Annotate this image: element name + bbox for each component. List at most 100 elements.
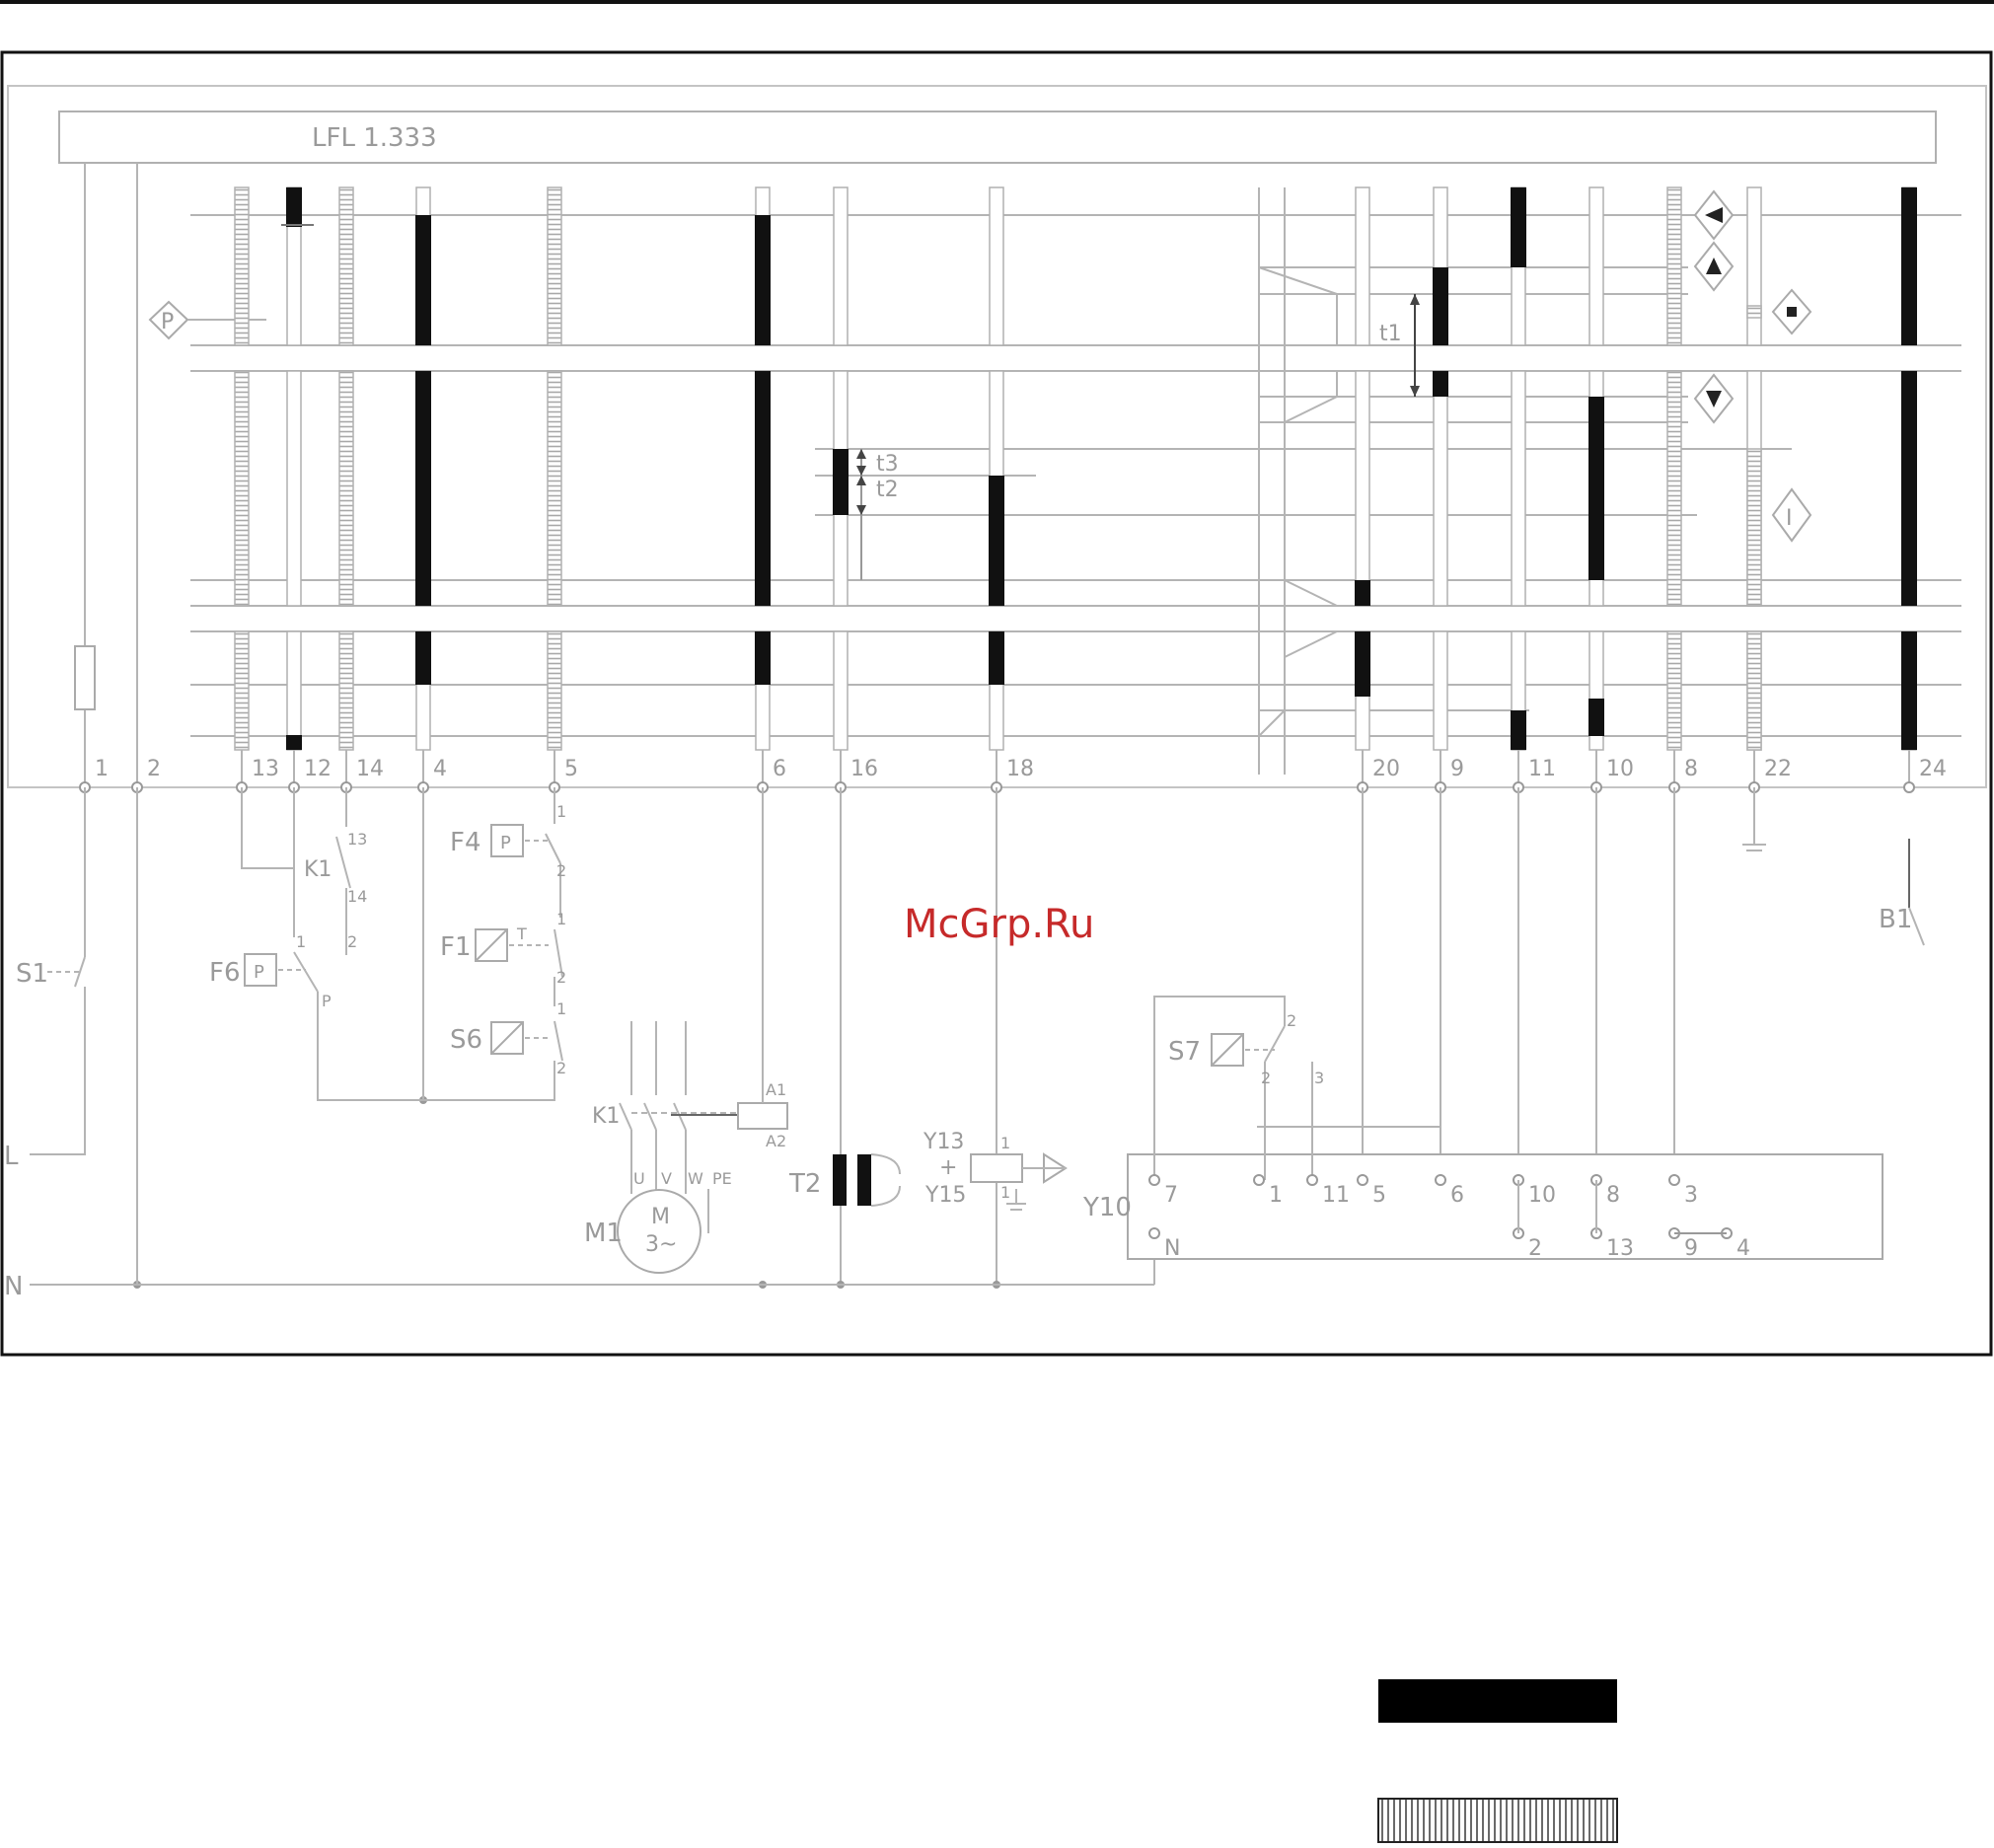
svg-text:T: T <box>516 924 527 943</box>
svg-text:13: 13 <box>347 830 367 849</box>
active-segment <box>415 215 431 345</box>
y15-label: Y15 <box>924 1183 966 1208</box>
svg-text:1: 1 <box>1000 1134 1010 1152</box>
terminal-label: 6 <box>773 757 786 781</box>
t2-label: T2 <box>788 1169 821 1199</box>
timing-column <box>235 631 249 750</box>
svg-text:P: P <box>161 310 174 334</box>
active-segment <box>1355 580 1370 606</box>
y10-terminal-label: 9 <box>1684 1236 1698 1261</box>
timing-markers: t1 t3 t2 <box>856 294 1420 580</box>
active-segment <box>1588 397 1604 580</box>
y10-terminal <box>1358 1175 1367 1185</box>
arrow-down-diamond <box>1695 375 1733 422</box>
active-segment <box>415 371 431 606</box>
svg-text:1: 1 <box>1000 1183 1010 1202</box>
hatched-segment <box>1747 631 1761 750</box>
t2-label: t2 <box>876 478 899 502</box>
s7-y10-module: Y10 S7 2 2 3 <box>1082 997 1883 1259</box>
svg-text:3: 3 <box>1314 1069 1324 1087</box>
y10-label: Y10 <box>1082 1193 1132 1222</box>
svg-text:1: 1 <box>556 802 566 821</box>
svg-text:2: 2 <box>556 1059 566 1077</box>
terminal-label: 9 <box>1450 757 1464 781</box>
timing-column <box>1667 631 1681 750</box>
f1-label: F1 <box>440 932 472 962</box>
terminal-label: 5 <box>564 757 578 781</box>
timing-column <box>1434 631 1447 750</box>
y10-terminal-label: 11 <box>1322 1183 1350 1208</box>
terminal-label: 10 <box>1606 757 1634 781</box>
timing-column <box>834 631 848 750</box>
svg-text:+: + <box>939 1155 957 1180</box>
legend-hatched-swatch <box>1378 1799 1617 1842</box>
y10-terminal-label: 4 <box>1736 1236 1750 1261</box>
terminal-label: 16 <box>850 757 878 781</box>
terminal-dot <box>1904 782 1914 792</box>
svg-text:U: U <box>633 1169 645 1188</box>
schematic: N L S1 K1 13 14 2 1 P F6 P 1 2 <box>4 787 1924 1301</box>
active-segment <box>989 631 1004 685</box>
legend-filled-swatch <box>1378 1679 1617 1723</box>
svg-text:I: I <box>1786 506 1793 531</box>
timing-column <box>1356 371 1369 606</box>
timing-column <box>1667 187 1681 345</box>
timing-bars <box>235 187 1917 750</box>
y10-terminal-label: 10 <box>1528 1183 1556 1208</box>
svg-text:2: 2 <box>1261 1069 1271 1087</box>
flame-sensor-b1: B1 <box>1879 839 1924 945</box>
timing-column <box>834 187 848 345</box>
ionization-diamond: I <box>1773 489 1810 541</box>
y10-terminal-label: 1 <box>1269 1183 1283 1208</box>
timing-column <box>235 187 249 345</box>
hatched-segment <box>1747 449 1761 606</box>
f6-label: F6 <box>209 958 241 988</box>
timing-column <box>1589 187 1603 345</box>
active-segment <box>1433 267 1448 345</box>
watermark: McGrp.Ru <box>904 902 1094 947</box>
y10-terminal-label: 3 <box>1684 1183 1698 1208</box>
svg-text:P: P <box>500 833 511 853</box>
svg-text:V: V <box>661 1169 672 1188</box>
neutral-label: N <box>4 1272 23 1301</box>
terminal-label: 14 <box>356 757 384 781</box>
timing-column <box>235 371 249 606</box>
terminal-label: 8 <box>1684 757 1698 781</box>
y10-terminal-label: 8 <box>1606 1183 1620 1208</box>
y10-terminal <box>1149 1228 1159 1238</box>
active-segment <box>1588 699 1604 736</box>
y10-terminal-label: 13 <box>1606 1236 1634 1261</box>
live-label: L <box>4 1142 19 1171</box>
timing-column <box>990 187 1003 345</box>
svg-text:W: W <box>688 1169 703 1188</box>
svg-text:P: P <box>322 992 332 1010</box>
y10-terminal <box>1307 1175 1317 1185</box>
y10-terminal-label: 6 <box>1450 1183 1464 1208</box>
y10-terminal <box>1669 1175 1679 1185</box>
arrow-up-diamond <box>1695 243 1733 290</box>
svg-text:14: 14 <box>347 887 367 906</box>
terminal-label: 11 <box>1528 757 1556 781</box>
terminal-label: 18 <box>1006 757 1034 781</box>
y10-terminal <box>1149 1175 1159 1185</box>
active-segment <box>833 449 849 515</box>
active-segment <box>286 735 302 750</box>
active-segment <box>415 631 431 685</box>
active-segment <box>755 215 771 345</box>
timing-column <box>339 371 353 606</box>
svg-text:P: P <box>254 962 264 983</box>
active-segment <box>1511 187 1526 267</box>
motor-circuit: K1 U V W PE M 3~ M1 A1 A2 <box>584 1021 787 1273</box>
earth-symbol <box>1742 787 1766 850</box>
f4-label: F4 <box>450 828 481 857</box>
active-segment <box>1355 631 1370 697</box>
terminal-label: 22 <box>1764 757 1792 781</box>
arrow-left-diamond <box>1695 191 1733 239</box>
title: LFL 1.333 <box>312 123 437 153</box>
svg-text:2: 2 <box>556 968 566 987</box>
y10-terminal <box>1436 1175 1445 1185</box>
b1-label: B1 <box>1879 905 1912 934</box>
timing-column <box>339 631 353 750</box>
terminal-label: 2 <box>147 757 161 781</box>
